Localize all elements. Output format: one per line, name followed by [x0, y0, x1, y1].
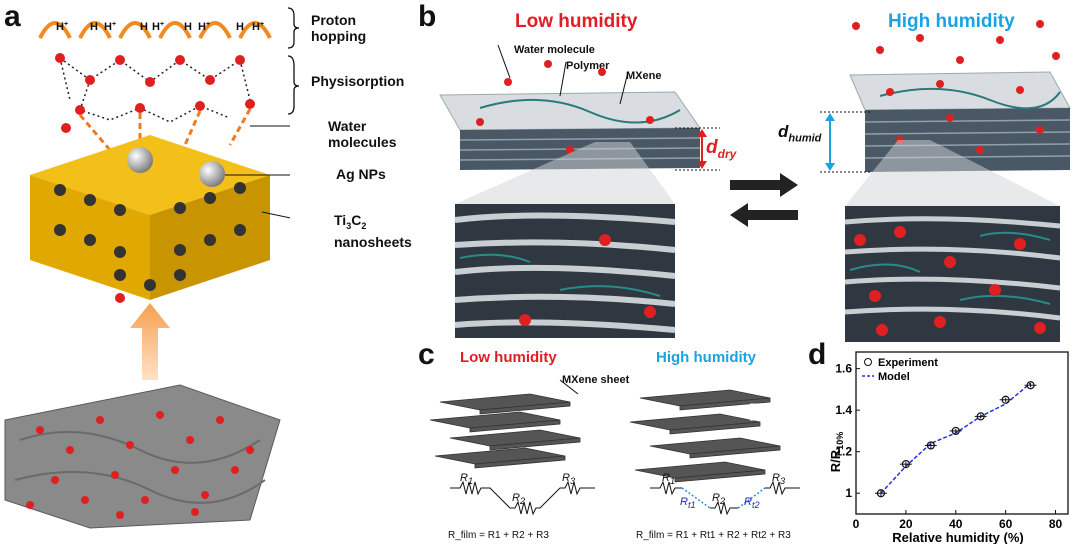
b-high-humidity-title: High humidity	[888, 11, 1015, 32]
legend-experiment-marker	[864, 358, 872, 366]
ag-nps-label: Ag NPs	[336, 166, 386, 182]
panel-a-letter: a	[4, 0, 21, 33]
r2-low: R2	[512, 492, 526, 507]
svg-text:H: H	[140, 21, 148, 33]
panel-d-letter: d	[808, 338, 827, 371]
water-molecule-label: Water molecule	[514, 44, 595, 56]
leader-lines	[225, 125, 290, 219]
low-humidity-film	[439, 44, 701, 170]
water-molecules-top	[55, 53, 255, 133]
experiment-point	[901, 460, 910, 469]
mxene-label: MXene	[626, 70, 662, 82]
panel-b-letter: b	[418, 0, 437, 33]
x-tick-label: 20	[899, 517, 913, 531]
experiment-point	[976, 412, 985, 421]
legend-experiment-label: Experiment	[878, 357, 938, 369]
gap-d-label: d	[766, 405, 774, 419]
mxene-sheet-label: MXene sheet	[562, 374, 630, 386]
b-low-humidity-title: Low humidity	[515, 11, 638, 32]
ti3c2-label: Ti3C2 nanosheets	[334, 212, 412, 250]
svg-text:H+: H+	[104, 21, 116, 33]
experiment-point	[926, 441, 935, 450]
panel-b-illustration	[439, 20, 1071, 342]
bottom-sheet	[4, 384, 281, 529]
svg-text:H: H	[236, 21, 244, 33]
y-tick-label: 1.4	[835, 403, 852, 417]
rt2-high: Rt2	[744, 496, 760, 511]
proton-hopping-arcs	[38, 21, 272, 39]
physisorption-label: Physisorption	[311, 73, 405, 89]
d-dry-label: ddry	[706, 137, 737, 161]
x-tick-label: 40	[949, 517, 963, 531]
x-axis-label: Relative humidity (%)	[892, 530, 1023, 544]
x-tick-label: 80	[1049, 517, 1063, 531]
resistor-circuits	[450, 480, 800, 516]
y-axis-label: R/R10%	[828, 432, 845, 472]
y-tick-label: 1.2	[835, 445, 852, 459]
r3-low: R3	[562, 472, 576, 487]
up-arrow	[130, 303, 170, 380]
r1-low: R1	[460, 472, 474, 487]
panel-c-illustration	[429, 379, 781, 483]
polymer-label: Polymer	[566, 60, 610, 72]
experiment-point	[876, 489, 886, 498]
brackets	[287, 7, 300, 115]
d-dry-marker	[675, 127, 720, 171]
panel-c-letter: c	[418, 338, 435, 371]
rt1-high: Rt1	[680, 496, 696, 511]
c-low-humidity-title: Low humidity	[460, 349, 557, 366]
equation-low: R_film = R1 + R2 + R3	[448, 530, 549, 541]
r2-high: R2	[712, 492, 726, 507]
x-tick-label: 0	[853, 517, 860, 531]
exchange-arrows	[730, 173, 798, 227]
legend-model-label: Model	[878, 371, 910, 383]
high-humidity-zoom	[845, 206, 1060, 342]
gap-marker	[750, 403, 762, 421]
experiment-point	[1001, 395, 1010, 404]
high-humidity-film	[849, 20, 1071, 172]
equation-high: R_film = R1 + Rt1 + R2 + Rt2 + R3	[636, 530, 791, 541]
low-humidity-stack	[429, 393, 581, 469]
r3-high: R3	[772, 472, 786, 487]
y-tick-label: 1	[845, 486, 852, 500]
x-tick-label: 60	[999, 517, 1013, 531]
experiment-point	[1026, 381, 1035, 390]
svg-text:H+: H+	[198, 21, 210, 33]
high-humidity-stack	[629, 389, 781, 483]
svg-text:H+: H+	[252, 21, 264, 33]
hydrogen-bond-network	[59, 57, 251, 123]
y-tick-label: 1.6	[835, 362, 852, 376]
d-humid-marker	[820, 111, 870, 173]
c-high-humidity-title: High humidity	[656, 349, 756, 366]
svg-text:H: H	[184, 21, 192, 33]
experiment-point	[951, 426, 960, 436]
ti3c2-crystal	[30, 135, 270, 303]
d-humid-label: dhumid	[778, 122, 822, 145]
svg-text:H: H	[90, 21, 98, 33]
plot-frame	[855, 351, 1069, 515]
orange-dashed-bonds	[78, 108, 252, 151]
r1-high: R1	[662, 472, 676, 487]
